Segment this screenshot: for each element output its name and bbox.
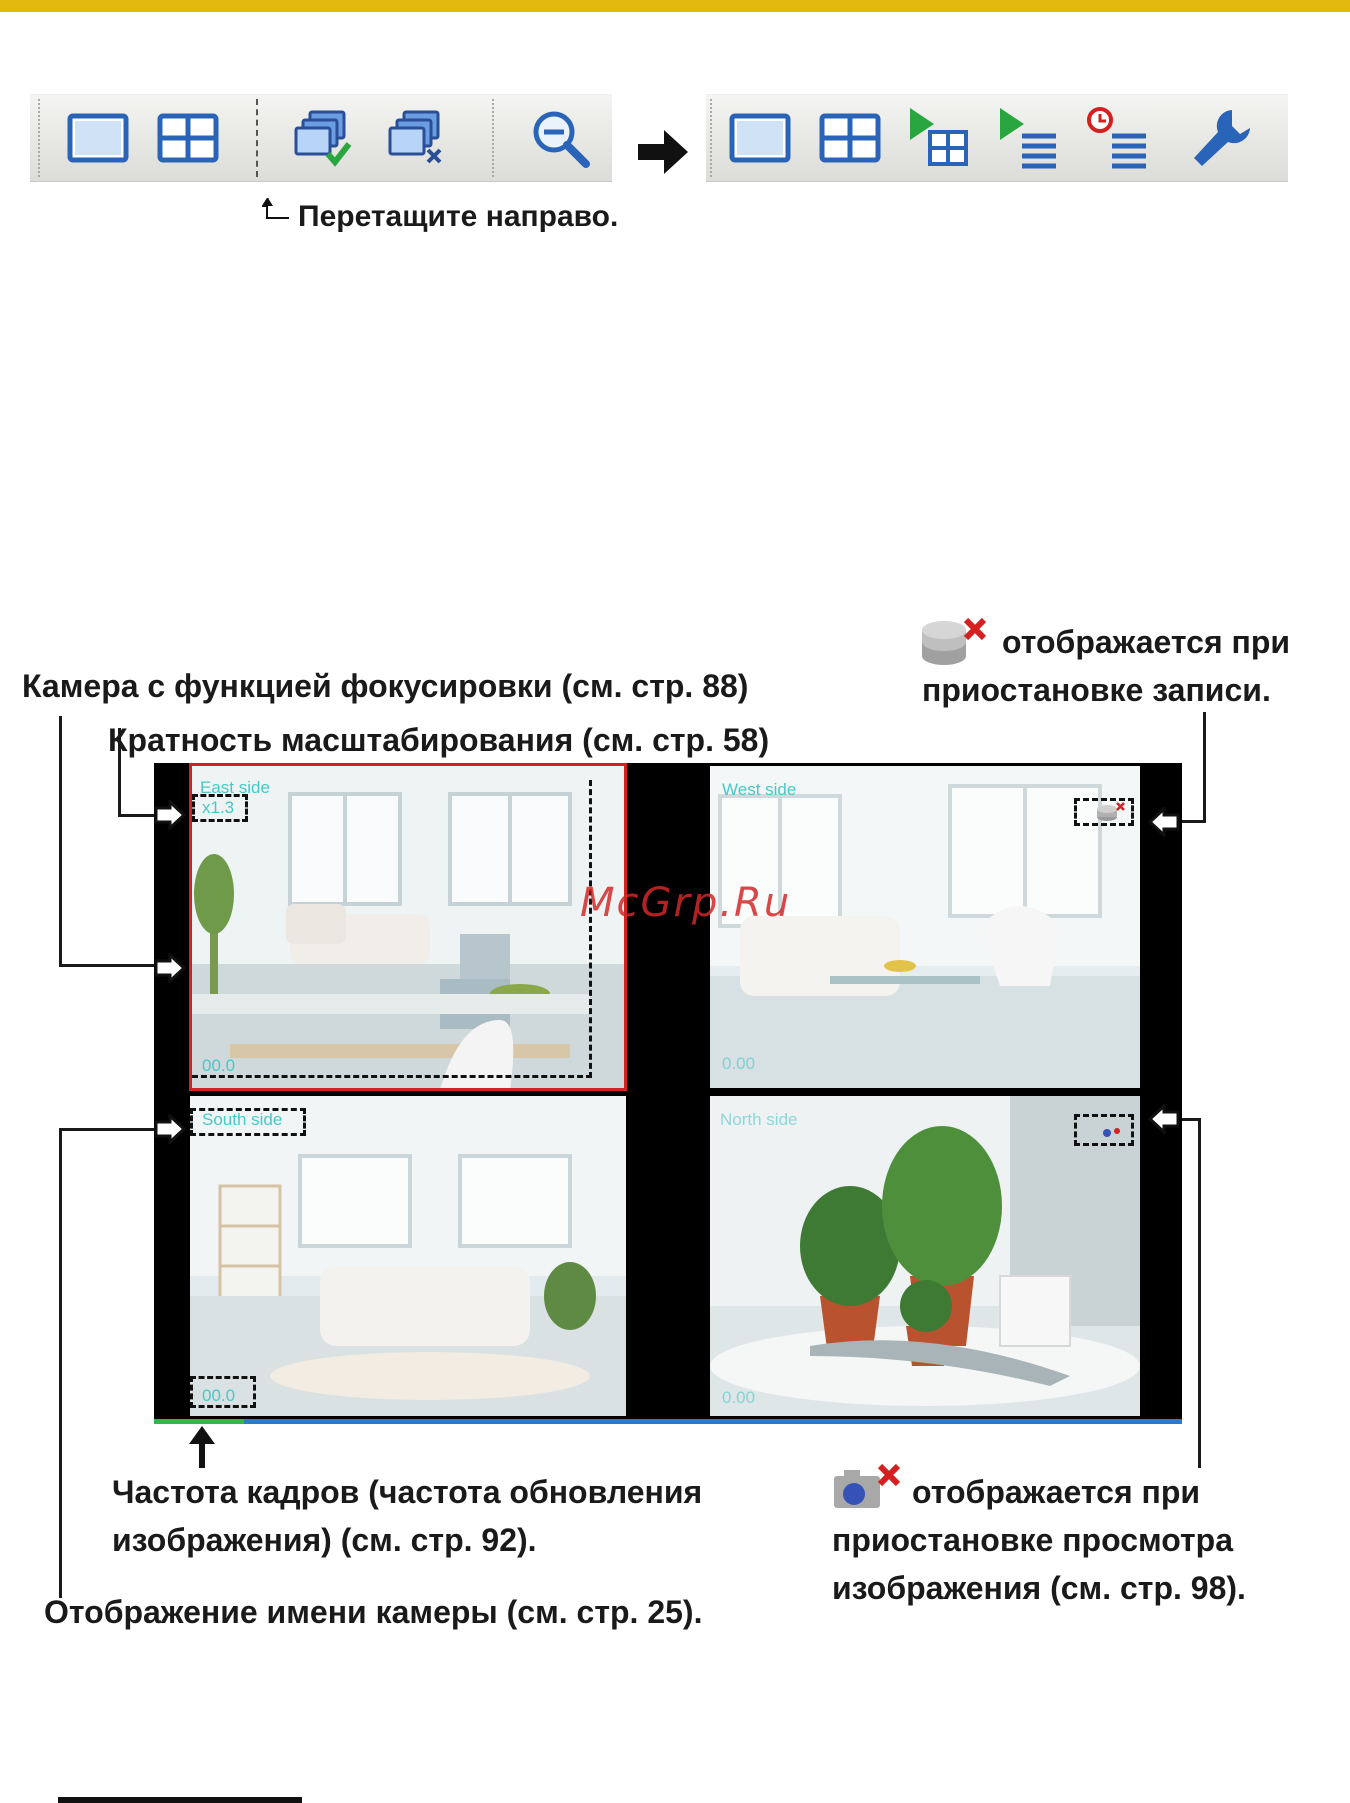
camera-view-east[interactable]: East side x1.3 00.0 — [189, 763, 627, 1091]
toolbar-grip[interactable] — [710, 99, 716, 177]
pointer-arrow-icon — [1147, 1102, 1180, 1139]
top-accent-bar — [0, 0, 1350, 12]
zoom-ratio-annotation: Кратность масштабирования (см. стр. 58) — [108, 722, 770, 758]
camera-name-label: West side — [722, 780, 797, 799]
camera-name-note: Отображение имени камеры (см. стр. 25). — [44, 1594, 703, 1630]
camera-name-label: East side — [200, 778, 270, 797]
camera-name-highlight — [190, 1108, 306, 1136]
view-paused-note-line1: отображается при — [912, 1474, 1201, 1510]
quad-screen-icon[interactable] — [156, 106, 220, 170]
leader-line — [59, 1128, 159, 1131]
leader-line — [1180, 1118, 1201, 1121]
pointer-arrow-icon — [154, 951, 187, 988]
frame-rate-label: 0.00 — [722, 1388, 756, 1407]
frame-rate-label: 00.0 — [202, 1056, 236, 1075]
deselect-cameras-icon[interactable] — [384, 106, 448, 170]
toolbar-grip[interactable] — [38, 99, 44, 177]
recording-paused-note-line1: отображается при — [1002, 624, 1291, 660]
drag-pointer-icon — [261, 197, 290, 222]
focus-camera-highlight — [192, 780, 592, 1078]
pointer-arrow-icon — [154, 1112, 187, 1149]
pointer-arrow-icon — [154, 798, 187, 835]
camera-view-north[interactable]: North side 0.00 — [710, 1096, 1140, 1416]
leader-line — [59, 1128, 62, 1598]
camera-view-south[interactable]: South side 00.0 — [190, 1096, 626, 1416]
leader-line — [118, 728, 121, 816]
camera-name-label: North side — [720, 1110, 798, 1129]
view-paused-icon — [832, 1463, 904, 1517]
zoom-out-icon[interactable] — [528, 106, 592, 170]
view-status-highlight — [1074, 1114, 1134, 1146]
status-strip — [154, 1419, 1182, 1424]
zoom-ratio-label: x1.3 — [202, 798, 235, 817]
leader-line — [59, 964, 159, 967]
arrow-up-icon — [188, 1426, 216, 1473]
select-cameras-icon[interactable] — [290, 106, 354, 170]
focus-camera-annotation: Камера с функцией фокусировки (см. стр. … — [22, 668, 749, 704]
camera-name-label: South side — [202, 1110, 283, 1129]
quad-screen-icon[interactable] — [818, 106, 882, 170]
pointer-arrow-icon — [1147, 805, 1180, 842]
zoom-highlight-box — [192, 794, 248, 822]
settings-wrench-icon[interactable] — [1188, 106, 1252, 170]
room-image — [190, 1096, 626, 1416]
leader-line — [1180, 820, 1206, 823]
room-image — [190, 764, 626, 1090]
toolbar-grip[interactable] — [492, 99, 498, 177]
recording-paused-icon — [920, 617, 990, 675]
playback-quad-icon[interactable] — [906, 106, 970, 170]
camera-toolbar-expanded — [706, 94, 1288, 182]
recording-status-highlight — [1074, 798, 1134, 826]
leader-line — [1198, 1118, 1201, 1468]
single-screen-icon[interactable] — [728, 106, 792, 170]
timer-list-icon[interactable] — [1086, 106, 1150, 170]
footer-rule — [58, 1797, 302, 1803]
view-paused-icon — [1103, 1128, 1120, 1137]
frame-rate-note-line1: Частота кадров (частота обновления — [112, 1474, 703, 1510]
view-paused-note-line3: изображения (см. стр. 98). — [832, 1570, 1246, 1606]
recording-paused-note-line2: приостановке записи. — [922, 672, 1271, 708]
single-screen-icon[interactable] — [66, 106, 130, 170]
leader-line — [1203, 712, 1206, 822]
room-image — [710, 766, 1140, 1088]
camera-toolbar-collapsed — [30, 94, 612, 182]
recording-paused-icon — [1097, 802, 1125, 821]
drag-note: Перетащите направо. — [298, 200, 619, 233]
leader-line — [118, 814, 158, 817]
watermark: McGrp.Ru — [580, 880, 792, 926]
plants-image — [710, 1096, 1140, 1416]
view-paused-note-line2: приостановке просмотра — [832, 1522, 1233, 1558]
frame-rate-highlight — [190, 1376, 256, 1408]
toolbar-drag-handle[interactable] — [256, 99, 262, 177]
frame-rate-label: 0.00 — [722, 1054, 756, 1073]
playback-list-icon[interactable] — [996, 106, 1060, 170]
camera-view-west[interactable]: West side 0.00 — [710, 766, 1140, 1088]
frame-rate-label: 00.0 — [202, 1386, 236, 1405]
leader-line — [59, 716, 62, 966]
arrow-right-icon — [636, 128, 690, 181]
frame-rate-note-line2: изображения) (см. стр. 92). — [112, 1522, 537, 1558]
